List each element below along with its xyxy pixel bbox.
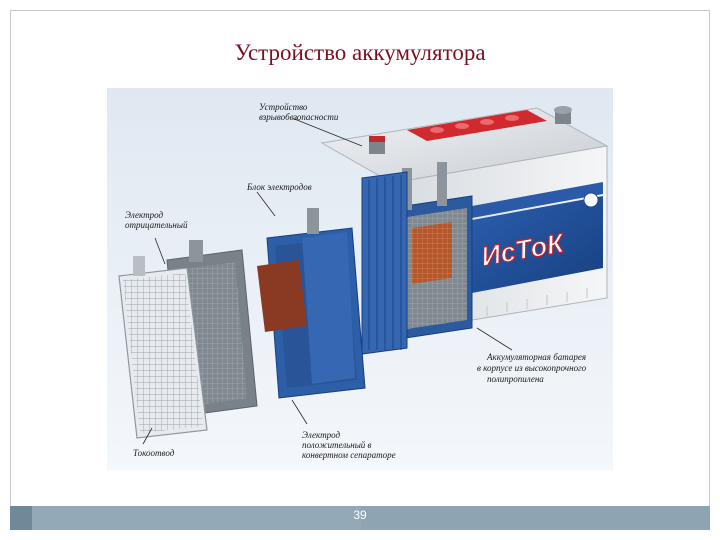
label-current-collector: Токоотвод (133, 448, 175, 458)
label-vent-line2: взрывобезопасности (259, 112, 339, 122)
label-positive-line2: положительный в (302, 440, 372, 450)
label-positive-line1: Электрод (302, 430, 340, 440)
label-case-line2: в корпусе из высокопрочного (477, 363, 587, 373)
battery-illustration: ИсТоК (107, 88, 613, 470)
label-case-line3: полипропилена (487, 374, 544, 384)
label-positive-line3: конвертном сепараторе (302, 450, 396, 460)
terminal-negative (554, 106, 572, 124)
label-negative-line1: Электрод (125, 210, 163, 220)
label-case-line1: Аккумуляторная батарея (486, 352, 586, 362)
label-electrode-block: Блок электродов (246, 182, 312, 192)
battery-diagram: ИсТоК (107, 88, 613, 470)
slide-title: Устройство аккумулятора (0, 40, 720, 66)
terminal-positive (369, 136, 385, 154)
slide-number: 39 (0, 508, 720, 522)
label-negative-line2: отрицательный (125, 220, 188, 230)
label-vent-line1: Устройство (259, 102, 308, 112)
